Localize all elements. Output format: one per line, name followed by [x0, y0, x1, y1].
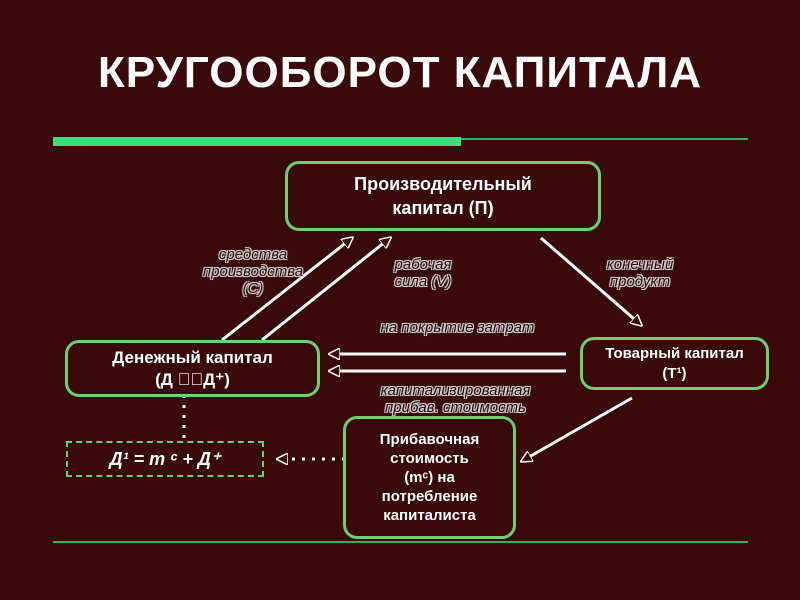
label-labor-force: рабочая сила (V) [394, 256, 452, 290]
money-capital-label: Денежный капитал (Д Д⁺) [112, 347, 273, 389]
formula-box: Д¹ = m ᶜ + Д⁺ [66, 441, 264, 477]
label-capitalized-surplus: капитализированная прибав. стоимость [380, 382, 531, 416]
formula-label: Д¹ = m ᶜ + Д⁺ [109, 448, 221, 469]
arrow-final-product [540, 236, 641, 325]
page-title: КРУГООБОРОТ КАПИТАЛА [97, 48, 703, 97]
commodity-capital-box: Товарный капитал (Т¹) [580, 337, 769, 390]
commodity-capital-label: Товарный капитал (Т¹) [605, 344, 744, 382]
arrow-surplus [522, 396, 633, 461]
label-means-of-production: средства производства (С) [202, 246, 304, 297]
label-final-product: конечный продукт [606, 256, 674, 290]
money-capital-box: Денежный капитал (Д Д⁺) [65, 340, 320, 397]
label-cover-costs: на покрытие затрат [380, 319, 535, 336]
surplus-value-label: Прибавочная стоимость (mᶜ) на потреблени… [379, 431, 480, 524]
arrow-means [221, 238, 352, 342]
surplus-value-box: Прибавочная стоимость (mᶜ) на потреблени… [343, 416, 516, 539]
productive-capital-label: Производительный капитал (П) [354, 174, 532, 218]
productive-capital-box: Производительный капитал (П) [285, 161, 601, 231]
arrow-labor [261, 238, 390, 342]
header-bar [53, 137, 461, 146]
